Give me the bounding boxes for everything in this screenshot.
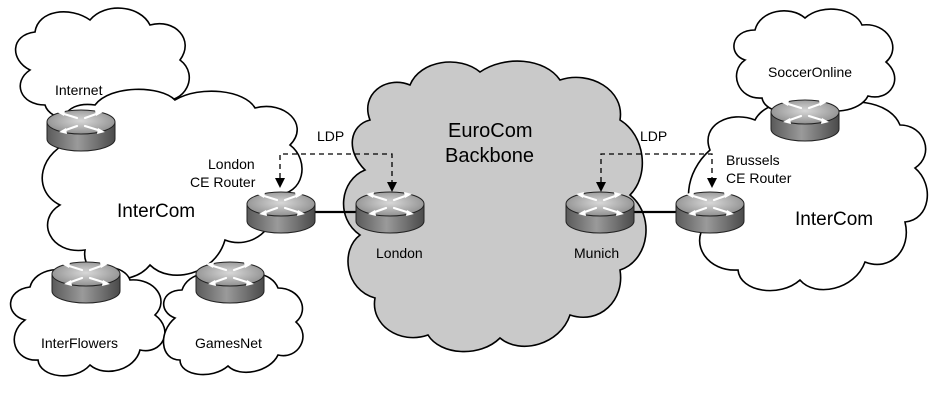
gamesnet-label: GamesNet [195,335,262,351]
brussels-ce-label-line2: CE Router [726,170,792,186]
intercom-left-label: InterCom [117,201,195,222]
gamesnet-router-icon [194,260,266,305]
london-pe-router-icon [354,190,426,235]
intercom-right-cloud: InterCom [687,100,929,292]
brussels-ce-router-icon [674,190,746,235]
munich-pe-label: Munich [574,245,619,261]
backbone-title-line1: EuroCom [448,120,532,142]
ldp-right: LDP [596,128,717,192]
brussels-ce-label-line1: Brussels [726,152,780,168]
socceronline-cloud: SoccerOnline [733,8,896,114]
munich-pe-router-icon [564,190,636,235]
interflowers-label: InterFlowers [41,335,118,351]
internet-router-icon [45,108,117,153]
socceronline-label: SoccerOnline [768,64,852,80]
london-ce-router-icon [245,190,317,235]
ldp-left: LDP [275,128,397,192]
eurocom-backbone-cloud: EuroCom Backbone [342,60,647,353]
backbone-title-line2: Backbone [445,145,534,167]
ldp-right-label: LDP [640,128,667,144]
ldp-left-label: LDP [317,128,344,144]
london-ce-label-line2: CE Router [190,174,256,190]
london-ce-label-line1: London [208,156,255,172]
intercom-right-label: InterCom [795,209,873,230]
interflowers-router-icon [50,260,122,305]
interflowers-cloud: InterFlowers [9,265,166,377]
internet-label: Internet [55,82,103,98]
socceronline-router-icon [769,98,841,143]
london-pe-label: London [376,245,423,261]
